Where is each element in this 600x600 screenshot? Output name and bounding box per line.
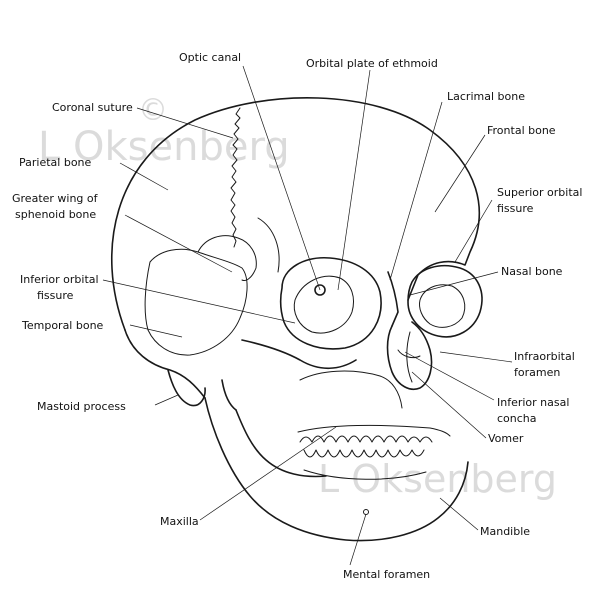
cranium-outline bbox=[110, 97, 481, 331]
gum-line-lower bbox=[303, 469, 427, 480]
left-orbit-inner bbox=[293, 275, 354, 334]
leader-mental-foramen bbox=[349, 513, 367, 566]
leader-nasal bbox=[409, 271, 499, 296]
nasal-cavity bbox=[386, 321, 433, 390]
left-orbit bbox=[279, 257, 382, 350]
label-mastoid-process: Mastoid process bbox=[37, 400, 126, 413]
styloid-outline bbox=[221, 379, 237, 411]
label-infraorbital-1: Infraorbital bbox=[514, 350, 575, 363]
label-inferior-orbital-2: fissure bbox=[37, 289, 74, 302]
lower-teeth bbox=[303, 449, 425, 458]
leader-inferior-nasal bbox=[404, 351, 495, 401]
greater-wing-region bbox=[197, 235, 257, 281]
label-superior-orbital-1: Superior orbital bbox=[497, 186, 582, 199]
label-frontal-bone: Frontal bone bbox=[487, 124, 556, 137]
label-lacrimal-bone: Lacrimal bone bbox=[447, 90, 525, 103]
label-maxilla: Maxilla bbox=[160, 515, 199, 528]
skull-illustration bbox=[110, 97, 483, 542]
watermark-author-top: L Oksenberg bbox=[38, 124, 290, 170]
maxilla-outline bbox=[299, 370, 403, 409]
label-parietal-bone: Parietal bone bbox=[19, 156, 92, 169]
leader-parietal bbox=[119, 162, 169, 191]
leader-coronal bbox=[136, 107, 234, 139]
right-orbit bbox=[407, 264, 483, 338]
temporal-region bbox=[144, 248, 248, 356]
label-greater-wing-1: Greater wing of bbox=[12, 192, 99, 205]
leader-orbital-plate bbox=[337, 69, 371, 291]
leader-frontal bbox=[434, 134, 486, 213]
nasal-bone-outline bbox=[387, 271, 399, 327]
leader-greater-wing bbox=[124, 214, 233, 273]
leader-inferior-orbital bbox=[102, 279, 296, 324]
teeth bbox=[297, 424, 451, 480]
concha-line bbox=[397, 349, 421, 359]
leader-mastoid bbox=[154, 394, 179, 406]
label-infraorbital-2: foramen bbox=[514, 366, 560, 379]
right-orbit-inner bbox=[419, 284, 466, 328]
mental-foramen-hole bbox=[363, 509, 369, 515]
mandible-outline bbox=[204, 397, 469, 542]
leader-lines bbox=[102, 65, 513, 566]
zygomatic-arch bbox=[241, 339, 357, 370]
mastoid-outline bbox=[167, 369, 206, 407]
label-optic-canal: Optic canal bbox=[179, 51, 241, 64]
leader-infraorbital bbox=[439, 351, 513, 363]
label-inferior-orbital-1: Inferior orbital bbox=[20, 273, 99, 286]
leader-lacrimal bbox=[389, 101, 443, 281]
label-mandible: Mandible bbox=[480, 525, 530, 538]
label-coronal-suture: Coronal suture bbox=[52, 101, 133, 114]
leader-vomer bbox=[411, 371, 487, 439]
label-orbital-plate: Orbital plate of ethmoid bbox=[306, 57, 438, 70]
leader-mandible bbox=[439, 497, 479, 531]
leader-optic-canal bbox=[242, 65, 321, 291]
leader-superior-orbital bbox=[454, 199, 493, 263]
label-inferior-nasal-2: concha bbox=[497, 412, 537, 425]
label-inferior-nasal-1: Inferior nasal bbox=[497, 396, 569, 409]
label-temporal-bone: Temporal bone bbox=[21, 319, 104, 332]
label-mental-foramen: Mental foramen bbox=[343, 568, 430, 581]
mandible-ramus bbox=[235, 409, 327, 478]
labels: Optic canal Orbital plate of ethmoid Lac… bbox=[12, 51, 582, 581]
label-greater-wing-2: sphenoid bone bbox=[15, 208, 96, 221]
label-vomer: Vomer bbox=[488, 432, 524, 445]
leader-maxilla bbox=[199, 426, 337, 521]
watermark-copyright: © bbox=[138, 93, 168, 128]
temporal-line bbox=[257, 217, 280, 273]
upper-teeth bbox=[299, 435, 433, 443]
coronal-suture-line bbox=[230, 107, 241, 248]
leader-temporal bbox=[129, 324, 183, 338]
optic-canal-hole bbox=[314, 284, 326, 296]
label-superior-orbital-2: fissure bbox=[497, 202, 534, 215]
gum-line-upper bbox=[297, 424, 451, 437]
occipital-outline bbox=[124, 329, 206, 399]
label-nasal-bone: Nasal bone bbox=[501, 265, 563, 278]
vomer-line bbox=[406, 331, 413, 383]
